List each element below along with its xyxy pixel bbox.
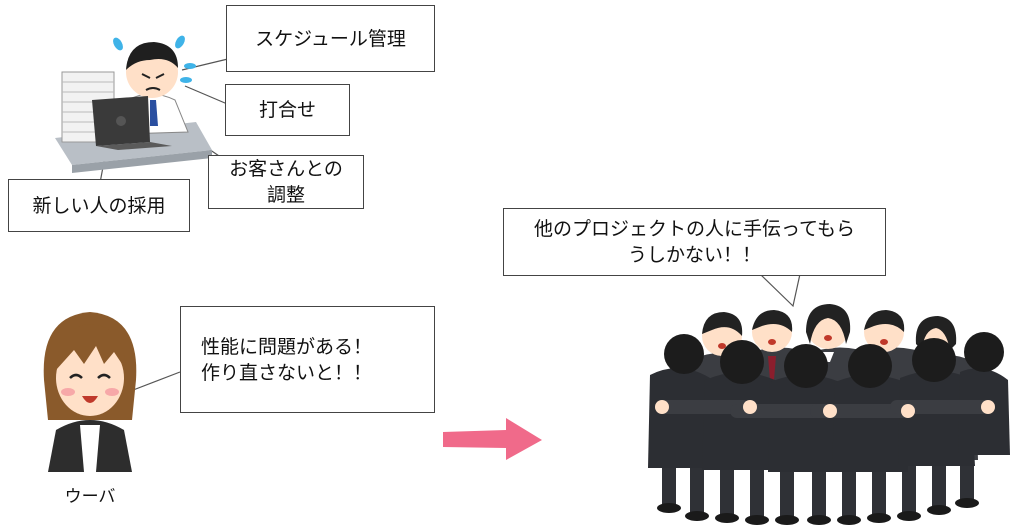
person-name-label: ウーバ — [64, 487, 116, 507]
arrow-icon — [443, 418, 542, 460]
callout-performance-problem: 性能に問題がある！ 作り直さないと！！ — [180, 306, 435, 413]
callout-ask-other-projects: 他のプロジェクトの人に手伝ってもら うしかない！！ — [503, 208, 886, 276]
callout-meeting: 打合せ — [225, 84, 350, 136]
callout-schedule-management: スケジュール管理 — [226, 5, 435, 72]
group-huddle-illustration — [648, 304, 1010, 525]
busy-worker-illustration — [55, 35, 212, 173]
person-uba-illustration — [43, 312, 137, 472]
callout-customer-coordination: お客さんとの 調整 — [208, 155, 364, 209]
callout-hiring: 新しい人の採用 — [8, 179, 190, 232]
